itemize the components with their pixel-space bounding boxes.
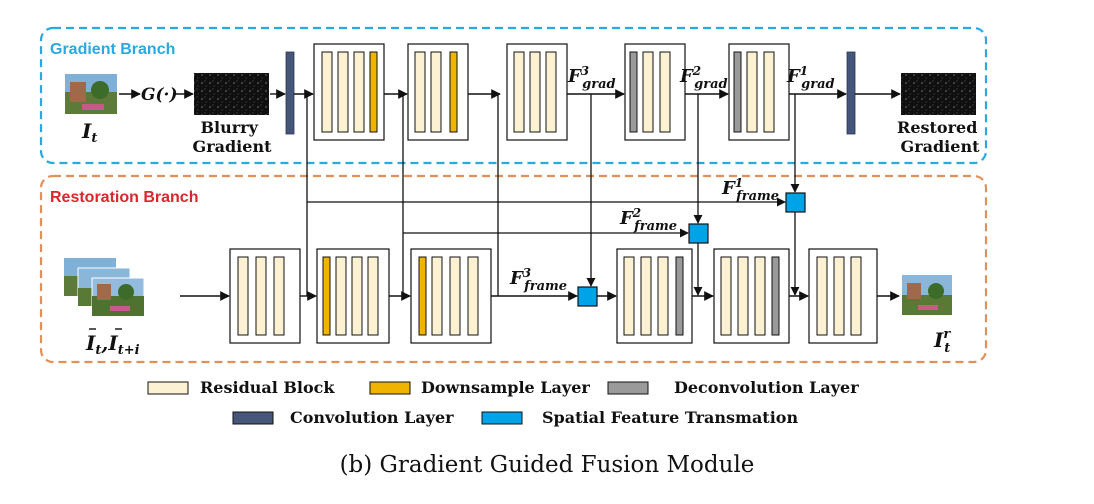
- restoration-block-2: [316, 248, 390, 344]
- restoration-input-photos: [64, 258, 145, 317]
- sft-block-2: [688, 223, 709, 244]
- legend-swatch-deconv: [607, 381, 649, 395]
- gradient-input-photo: [65, 74, 117, 114]
- gradient-block-2: [407, 43, 469, 141]
- restoration-block-6: [808, 248, 878, 344]
- restored-gradient-image: [901, 73, 976, 115]
- gradient-input-label: It: [81, 119, 97, 146]
- gradient-block-5: [728, 43, 790, 141]
- gradient-operator: G(·): [141, 85, 178, 105]
- legend-swatch-residual: [147, 381, 189, 395]
- gradient-conv-layer-in: [285, 51, 295, 135]
- restoration-block-4: [616, 248, 693, 344]
- legend-label-conv: Convolution Layer: [290, 408, 454, 427]
- restored-gradient-label: Restored Gradient: [897, 118, 983, 156]
- restoration-branch-label: Restoration Branch: [50, 189, 198, 206]
- blurry-gradient-image: [194, 73, 269, 115]
- gradient-block-4: [624, 43, 686, 141]
- sft-block-3: [577, 286, 598, 307]
- legend-swatch-downsample: [369, 381, 411, 395]
- restoration-branch-box: [39, 174, 988, 364]
- restoration-block-1: [229, 248, 301, 344]
- restoration-block-3: [410, 248, 492, 344]
- gradient-block-3: [506, 43, 568, 141]
- restored-frame-photo: [902, 275, 952, 315]
- sft-block-1: [785, 192, 806, 213]
- gradient-conv-layer-out: [846, 51, 856, 135]
- gradient-branch-label: Gradient Branch: [50, 41, 175, 58]
- legend-label-residual: Residual Block: [200, 378, 335, 397]
- gradient-block-1: [313, 43, 385, 141]
- legend-swatch-sft: [481, 411, 523, 425]
- legend-label-downsample: Downsample Layer: [421, 378, 590, 397]
- figure-caption: (b) Gradient Guided Fusion Module: [339, 452, 755, 478]
- legend-label-sft: Spatial Feature Transmation: [542, 408, 798, 427]
- restoration-block-5: [713, 248, 790, 344]
- restoration-input-label: It,It+i: [85, 331, 140, 358]
- blurry-gradient-label: Blurry Gradient: [193, 118, 273, 156]
- legend-label-deconv: Deconvolution Layer: [674, 378, 859, 397]
- legend: Residual Block Downsample Layer Deconvol…: [147, 378, 859, 427]
- gradient-branch-box: [39, 26, 988, 165]
- legend-swatch-conv: [232, 411, 274, 425]
